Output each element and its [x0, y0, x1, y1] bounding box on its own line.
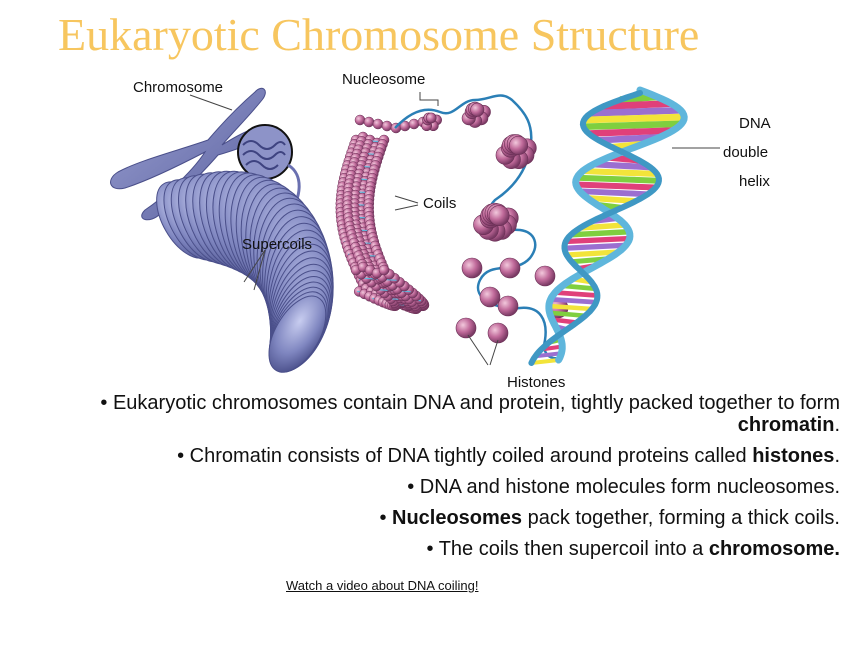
label-nucleosome: Nucleosome — [342, 71, 425, 88]
free-histones — [455, 257, 569, 344]
label-pointers — [189, 92, 720, 366]
label-coils: Coils — [423, 195, 456, 212]
chromosome-magnifier — [237, 124, 293, 180]
bullet-5: • The coils then supercoil into a chromo… — [426, 538, 841, 560]
coil-fiber — [335, 114, 430, 315]
label-helix: helix — [739, 173, 770, 190]
bullet-list: • Eukaryotic chromosomes contain DNA and… — [20, 392, 840, 560]
chromosome-shape — [110, 87, 266, 221]
bullet-3: • DNA and histone molecules form nucleos… — [407, 476, 840, 498]
bullet-4: • Nucleosomes pack together, forming a t… — [379, 507, 840, 529]
chromosome-diagram: Chromosome Nucleosome DNA double helix C… — [110, 71, 771, 391]
dna-double-helix — [528, 86, 688, 366]
label-double: double — [723, 144, 768, 161]
bullet-2: • Chromatin consists of DNA tightly coil… — [177, 445, 840, 467]
supercoil — [156, 170, 334, 373]
video-link[interactable]: Watch a video about DNA coiling! — [286, 578, 479, 593]
label-dna: DNA — [739, 115, 771, 132]
bullet-1: • Eukaryotic chromosomes contain DNA and… — [100, 392, 840, 436]
label-chromosome: Chromosome — [133, 79, 223, 96]
page-title: Eukaryotic Chromosome Structure — [58, 9, 700, 60]
label-histones: Histones — [507, 374, 565, 391]
nucleosomes — [421, 101, 537, 242]
label-supercoils: Supercoils — [242, 236, 312, 253]
